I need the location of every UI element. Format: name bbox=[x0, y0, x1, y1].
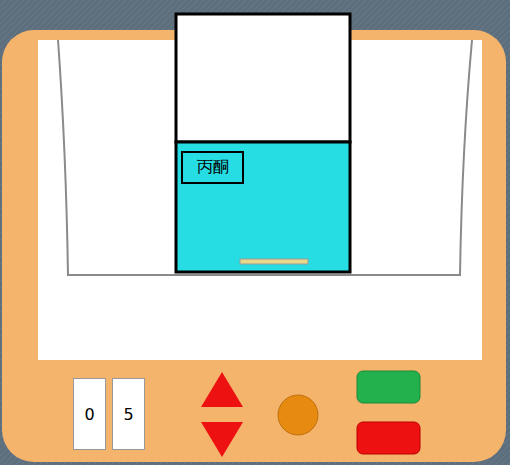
stop-button bbox=[357, 422, 420, 454]
start-button bbox=[357, 371, 420, 403]
liquid-label: 丙酮 bbox=[181, 151, 244, 184]
down-button bbox=[201, 422, 243, 457]
node-text: 5 bbox=[123, 405, 133, 424]
liquid bbox=[176, 142, 350, 272]
up-button bbox=[201, 372, 243, 407]
display-digit: 5 bbox=[112, 378, 145, 450]
beaker bbox=[176, 14, 350, 142]
display-digit: 0 bbox=[73, 378, 106, 450]
node-text: 丙酮 bbox=[197, 157, 229, 178]
stir-bar bbox=[240, 259, 308, 264]
knob bbox=[278, 395, 318, 435]
node-text: 0 bbox=[84, 405, 94, 424]
